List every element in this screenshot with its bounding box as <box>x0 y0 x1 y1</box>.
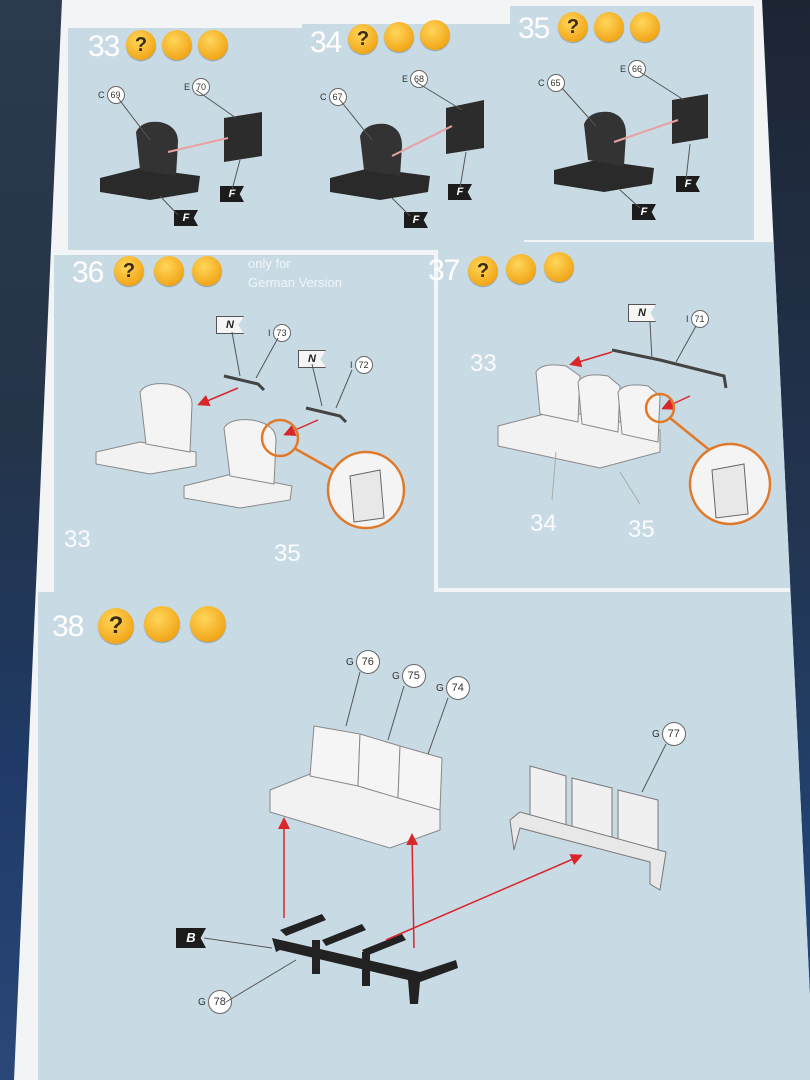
note-german-version: German Version <box>248 275 342 290</box>
glue-icon <box>384 22 414 52</box>
paint-brush-icon <box>630 12 660 42</box>
step-number-33: 33 <box>88 30 120 63</box>
step-number-34: 34 <box>310 26 342 59</box>
glue-icon <box>506 254 536 284</box>
step-number-37: 37 <box>428 254 460 287</box>
paint-brush-icon <box>544 252 574 282</box>
step-number-35: 35 <box>518 12 550 45</box>
panel-step-37 <box>438 242 810 588</box>
question-badge: ? <box>98 608 134 644</box>
paint-brush-icon <box>420 20 450 50</box>
glue-icon <box>154 256 184 286</box>
question-badge: ? <box>348 24 378 54</box>
question-badge: ? <box>558 12 588 42</box>
step-number-36: 36 <box>72 256 104 289</box>
reference-33: 33 <box>470 350 497 377</box>
step-number-38: 38 <box>52 610 84 643</box>
flag-b: B <box>176 928 206 948</box>
question-badge: ? <box>468 256 498 286</box>
panel-step-36 <box>54 255 434 600</box>
reference-33: 33 <box>64 526 91 553</box>
instruction-page <box>14 0 810 1080</box>
paint-brush-icon <box>190 606 226 642</box>
glue-icon <box>162 30 192 60</box>
paint-brush-icon <box>198 30 228 60</box>
note-only-for: only for <box>248 256 291 271</box>
reference-34: 34 <box>530 510 557 537</box>
flag-f: F <box>676 176 700 192</box>
reference-35: 35 <box>628 516 655 543</box>
glue-icon <box>594 12 624 42</box>
question-badge: ? <box>126 30 156 60</box>
glue-icon <box>144 606 180 642</box>
paint-brush-icon <box>192 256 222 286</box>
question-badge: ? <box>114 256 144 286</box>
reference-35: 35 <box>274 540 301 567</box>
flag-f: F <box>174 210 198 226</box>
